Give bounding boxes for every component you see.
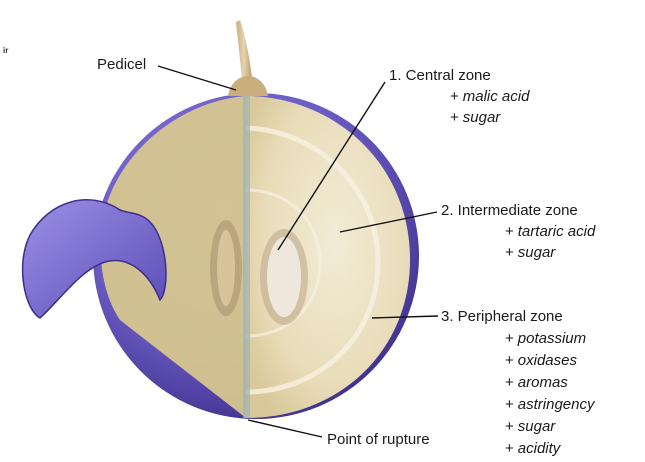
zone-boundary-peripheral bbox=[245, 125, 381, 395]
corner-text-fragment: ir bbox=[3, 46, 9, 55]
peeled-skin-flap bbox=[21, 199, 167, 319]
leader-peripheral-zone bbox=[371, 315, 439, 319]
plus-sign: + bbox=[505, 352, 514, 369]
peripheral-zone-item: +oxidases bbox=[505, 352, 577, 369]
central-axis bbox=[243, 96, 250, 418]
plus-sign: + bbox=[505, 374, 514, 391]
intermediate-zone-item: +sugar bbox=[505, 244, 556, 261]
peripheral-zone-item: +potassium bbox=[505, 330, 587, 347]
seed-right-inner bbox=[267, 237, 301, 317]
leader-pedicel bbox=[157, 65, 237, 91]
left-cut-face bbox=[100, 96, 246, 418]
leader-intermediate-zone bbox=[339, 211, 438, 233]
plus-sign: + bbox=[505, 244, 514, 261]
leader-central-zone bbox=[277, 81, 386, 251]
central-zone-item: +malic acid bbox=[450, 88, 530, 105]
zone-boundary-intermediate bbox=[245, 188, 322, 338]
right-cut-face bbox=[246, 96, 410, 418]
peripheral-zone-title: 3. Peripheral zone bbox=[441, 308, 563, 325]
plus-sign: + bbox=[450, 88, 459, 105]
peripheral-zone-item: +astringency bbox=[505, 396, 595, 413]
plus-sign: + bbox=[505, 223, 514, 240]
peripheral-zone-item: +acidity bbox=[505, 440, 561, 457]
peripheral-zone-item: +sugar bbox=[505, 418, 556, 435]
rupture-label: Point of rupture bbox=[327, 431, 430, 448]
seed-left-inner bbox=[217, 230, 235, 306]
plus-sign: + bbox=[505, 396, 514, 413]
pedicel-stem bbox=[236, 20, 252, 78]
intermediate-zone-title: 2. Intermediate zone bbox=[441, 202, 578, 219]
plus-sign: + bbox=[505, 330, 514, 347]
pedicel-cap bbox=[228, 76, 268, 96]
central-zone-item: +sugar bbox=[450, 109, 501, 126]
plus-sign: + bbox=[450, 109, 459, 126]
plus-sign: + bbox=[505, 440, 514, 457]
pedicel-label: Pedicel bbox=[97, 56, 147, 73]
intermediate-zone-item: +tartaric acid bbox=[505, 223, 596, 240]
leader-rupture bbox=[247, 419, 323, 438]
peripheral-zone-item: +aromas bbox=[505, 374, 568, 391]
plus-sign: + bbox=[505, 418, 514, 435]
central-zone-title: 1. Central zone bbox=[389, 67, 491, 84]
